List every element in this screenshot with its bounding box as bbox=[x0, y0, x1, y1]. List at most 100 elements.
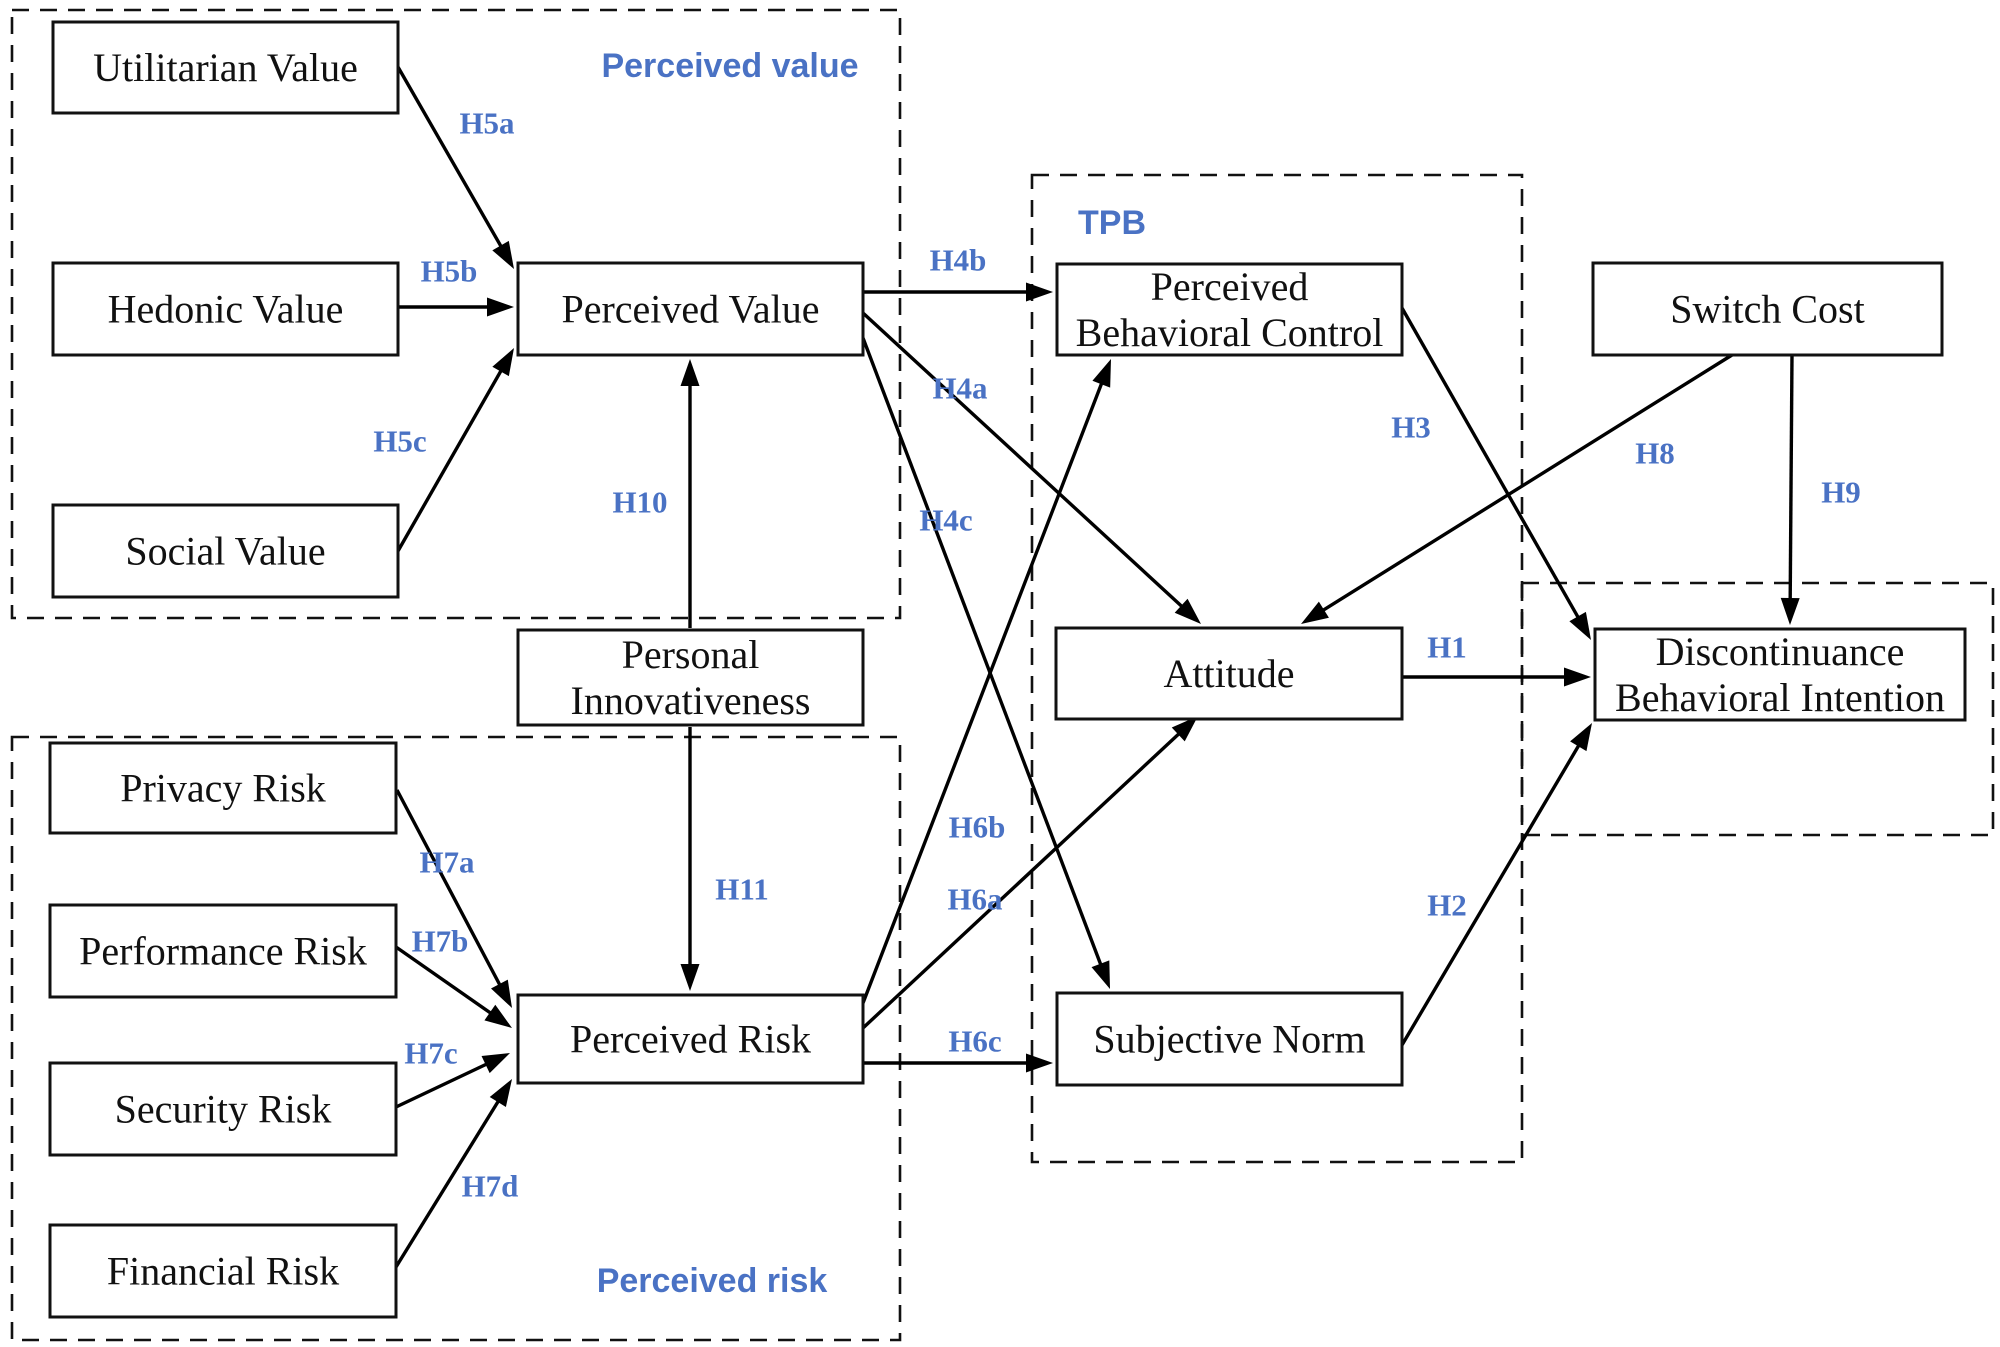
financial-risk-label: Financial Risk bbox=[107, 1249, 339, 1294]
arrow-H6b bbox=[861, 359, 1111, 1004]
arrowhead-H5a-icon bbox=[492, 240, 514, 269]
arrow-line-H7c bbox=[395, 1057, 498, 1109]
arrowhead-H4b-icon bbox=[1026, 282, 1053, 302]
group-label-perceived-risk-group: Perceived risk bbox=[597, 1262, 828, 1300]
hypothesis-label-H2: H2 bbox=[1427, 888, 1467, 923]
hypothesis-label-H6b: H6b bbox=[949, 810, 1006, 845]
social-value-label: Social Value bbox=[125, 529, 325, 574]
group-label-perceived-value-group: Perceived value bbox=[601, 47, 858, 85]
arrow-H7a bbox=[395, 789, 512, 1008]
financial-risk-box bbox=[48, 1223, 398, 1319]
arrow-line-H5c bbox=[396, 360, 509, 552]
attitude-label: Attitude bbox=[1163, 651, 1294, 696]
arrow-line-H5a bbox=[396, 66, 509, 257]
perceived-value-box bbox=[516, 261, 865, 357]
arrow-H10 bbox=[680, 359, 700, 628]
arrow-H6c bbox=[863, 1053, 1053, 1073]
utilitarian-value-label: Utilitarian Value bbox=[93, 45, 358, 90]
arrowhead-H6b-icon bbox=[1092, 359, 1111, 388]
arrowhead-H7b-icon bbox=[484, 1004, 512, 1028]
perceived-risk-box bbox=[516, 993, 865, 1085]
node-subjective-norm: Subjective Norm bbox=[1055, 991, 1404, 1087]
arrow-line-H7a bbox=[395, 789, 507, 996]
group-discontinuance-group bbox=[1520, 581, 1995, 837]
group-perceived-value-group bbox=[10, 8, 902, 620]
arrow-line-H2 bbox=[1400, 734, 1586, 1046]
node-attitude: Attitude bbox=[1054, 626, 1404, 721]
arrow-H9 bbox=[1780, 354, 1800, 625]
arrow-H4c bbox=[861, 337, 1110, 989]
node-performance-risk: Performance Risk bbox=[48, 903, 398, 999]
security-risk-label: Security Risk bbox=[115, 1087, 332, 1132]
arrowhead-H1-icon bbox=[1564, 667, 1591, 687]
hypothesis-label-H6a: H6a bbox=[947, 882, 1003, 917]
node-financial-risk: Financial Risk bbox=[48, 1223, 398, 1319]
discontinuance-behavioral-intention-box bbox=[1593, 627, 1967, 722]
arrowhead-H5b-icon bbox=[487, 297, 514, 317]
arrowhead-H5c-icon bbox=[492, 348, 514, 377]
perceived-behavioral-control-label: Perceived bbox=[1151, 264, 1309, 309]
arrow-H4a bbox=[861, 311, 1201, 624]
performance-risk-label: Performance Risk bbox=[79, 929, 367, 974]
hypothesis-label-H10: H10 bbox=[612, 485, 667, 520]
perceived-risk-label: Perceived Risk bbox=[570, 1017, 811, 1062]
social-value-box bbox=[51, 503, 400, 599]
node-perceived-value: Perceived Value bbox=[516, 261, 865, 357]
arrow-H3 bbox=[1400, 307, 1591, 640]
node-switch-cost: Switch Cost bbox=[1591, 261, 1944, 357]
personal-innovativeness-label: Personal bbox=[622, 632, 760, 677]
arrow-H7b bbox=[395, 945, 512, 1028]
arrow-H5b bbox=[397, 297, 514, 317]
attitude-box bbox=[1054, 626, 1404, 721]
arrow-line-H7b bbox=[395, 945, 501, 1021]
node-security-risk: Security Risk bbox=[48, 1061, 398, 1157]
arrow-H5c bbox=[396, 348, 514, 552]
group-perceived-risk-group bbox=[10, 735, 902, 1342]
utilitarian-value-box bbox=[51, 20, 400, 115]
hypothesis-label-H6c: H6c bbox=[948, 1024, 1001, 1059]
hypothesis-label-H7d: H7d bbox=[462, 1169, 519, 1204]
arrow-line-H3 bbox=[1400, 307, 1586, 628]
subjective-norm-box bbox=[1055, 991, 1404, 1087]
arrowhead-H7d-icon bbox=[489, 1079, 512, 1107]
hedonic-value-box bbox=[51, 261, 400, 357]
arrow-line-H6a bbox=[861, 724, 1189, 1030]
subjective-norm-label: Subjective Norm bbox=[1093, 1017, 1365, 1062]
arrow-H6a bbox=[861, 716, 1198, 1030]
arrowhead-H6a-icon bbox=[1171, 716, 1198, 742]
security-risk-box bbox=[48, 1061, 398, 1157]
hypothesis-label-H11: H11 bbox=[715, 872, 768, 907]
arrowhead-H8-icon bbox=[1301, 601, 1329, 624]
node-hedonic-value: Hedonic Value bbox=[51, 261, 400, 357]
arrowhead-H9-icon bbox=[1780, 597, 1800, 625]
arrow-line-H8 bbox=[1312, 353, 1733, 618]
hypothesis-label-H7a: H7a bbox=[419, 845, 475, 880]
arrowhead-H2-icon bbox=[1570, 723, 1592, 752]
arrowhead-H6c-icon bbox=[1026, 1053, 1053, 1073]
arrow-line-H4a bbox=[861, 311, 1192, 616]
arrow-line-H6b bbox=[861, 372, 1108, 1004]
hypothesis-label-H4c: H4c bbox=[919, 503, 972, 538]
arrow-H5a bbox=[396, 66, 514, 269]
discontinuance-group-border bbox=[1520, 581, 1995, 837]
personal-innovativeness-box bbox=[516, 628, 865, 727]
hypothesis-label-H4a: H4a bbox=[932, 371, 988, 406]
node-perceived-risk: Perceived Risk bbox=[516, 993, 865, 1085]
switch-cost-label: Switch Cost bbox=[1670, 287, 1864, 332]
arrowhead-H4c-icon bbox=[1091, 960, 1110, 989]
arrow-H7c bbox=[395, 1053, 510, 1109]
hypothesis-label-H5b: H5b bbox=[421, 254, 478, 289]
personal-innovativeness-label: Innovativeness bbox=[571, 678, 811, 723]
switch-cost-box bbox=[1591, 261, 1944, 357]
privacy-risk-label: Privacy Risk bbox=[120, 766, 326, 811]
perceived-value-label: Perceived Value bbox=[561, 287, 819, 332]
arrow-line-H7d bbox=[394, 1090, 506, 1268]
node-privacy-risk: Privacy Risk bbox=[48, 741, 398, 835]
hypothesis-label-H5a: H5a bbox=[459, 106, 515, 141]
group-label-tpb-group: TPB bbox=[1078, 204, 1146, 242]
